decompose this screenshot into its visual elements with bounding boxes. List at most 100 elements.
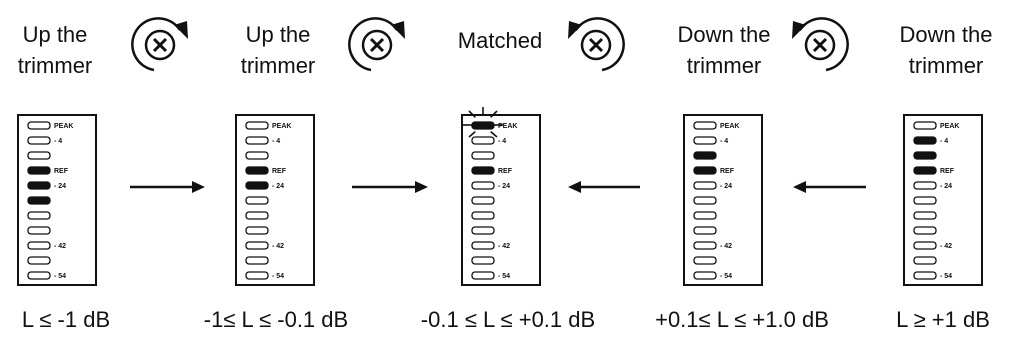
led-segment <box>27 226 51 235</box>
led-segment <box>471 151 495 160</box>
led-segment <box>693 271 717 280</box>
meter-scale-label: REF <box>272 168 287 175</box>
instruction-label: trimmer <box>18 53 93 78</box>
led-segment <box>245 211 269 220</box>
led-segment <box>913 256 937 265</box>
condition-label: L ≥ +1 dB <box>896 307 990 332</box>
led-segment-lit <box>27 166 51 175</box>
arrow-head <box>793 181 806 193</box>
instruction-label: Matched <box>458 28 542 53</box>
sparkle-ray <box>468 130 476 138</box>
led-segment-lit <box>245 166 269 175</box>
led-segment <box>471 211 495 220</box>
arrow-head <box>568 181 581 193</box>
clockwise-trim-icon <box>348 17 405 72</box>
arrow-left-icon <box>568 181 640 193</box>
led-segment <box>245 121 269 130</box>
trimmer-knob <box>580 29 612 61</box>
led-segment <box>693 181 717 190</box>
meter-scale-label: - 42 <box>498 243 510 250</box>
led-segment-lit <box>27 181 51 190</box>
cross-mark <box>369 37 385 53</box>
led-segment <box>471 196 495 205</box>
led-segment <box>245 271 269 280</box>
meter-scale-label: - 4 <box>720 138 728 145</box>
sparkle-ray <box>468 110 476 118</box>
arrow-head <box>192 181 205 193</box>
meter-scale-label: - 42 <box>720 243 732 250</box>
sparkle-ray <box>490 130 498 138</box>
meter-frame <box>683 114 763 286</box>
trimmer-knob <box>804 29 836 61</box>
meter-scale-label: - 4 <box>54 138 62 145</box>
condition-label: L ≤ -1 dB <box>22 307 110 332</box>
led-segment <box>245 226 269 235</box>
led-segment <box>245 151 269 160</box>
cross-mark <box>588 37 604 53</box>
rotation-arc <box>348 17 399 72</box>
instruction-label: Down the <box>900 22 993 47</box>
meter-scale-label: PEAK <box>54 123 73 130</box>
counterclockwise-trim-icon <box>792 17 849 72</box>
meter-scale-label: - 42 <box>940 243 952 250</box>
condition-label: +0.1≤ L ≤ +1.0 dB <box>655 307 829 332</box>
meter-scale-label: REF <box>498 168 513 175</box>
led-segment <box>27 271 51 280</box>
led-segment-lit <box>693 151 717 160</box>
meter-scale-label: - 24 <box>54 183 66 190</box>
rotation-arc <box>574 17 625 72</box>
counterclockwise-trim-icon <box>568 17 625 72</box>
led-segment <box>27 211 51 220</box>
led-segment <box>693 226 717 235</box>
arrow-head <box>415 181 428 193</box>
led-segment <box>245 241 269 250</box>
meter-scale-label: - 24 <box>720 183 732 190</box>
meter-frame <box>17 114 97 286</box>
meter-scale-label: REF <box>940 168 955 175</box>
cross-mark <box>152 37 168 53</box>
led-segment-lit <box>913 166 937 175</box>
led-segment-lit <box>27 196 51 205</box>
led-segment <box>693 241 717 250</box>
led-segment <box>471 136 495 145</box>
arrow-right-icon <box>130 181 205 193</box>
led-segment <box>471 241 495 250</box>
condition-label: -0.1 ≤ L ≤ +0.1 dB <box>421 307 595 332</box>
led-segment <box>27 256 51 265</box>
meter-scale-label: - 24 <box>940 183 952 190</box>
arrow-left-icon <box>793 181 866 193</box>
led-segment <box>913 196 937 205</box>
led-segment <box>913 241 937 250</box>
meter-scale-label: - 54 <box>720 273 732 280</box>
led-segment <box>471 256 495 265</box>
rotation-arrowhead <box>391 21 405 39</box>
instruction-label: trimmer <box>241 53 316 78</box>
meter-scale-label: - 4 <box>940 138 948 145</box>
led-segment <box>693 196 717 205</box>
led-segment <box>913 271 937 280</box>
led-segment <box>913 181 937 190</box>
meter-scale-label: - 42 <box>272 243 284 250</box>
meter-scale-label: - 42 <box>54 243 66 250</box>
meter-scale-label: - 24 <box>498 183 510 190</box>
meter-scale-label: PEAK <box>720 123 739 130</box>
rotation-arc <box>798 17 849 72</box>
meter-frame <box>903 114 983 286</box>
sparkle-icon <box>463 107 503 138</box>
instruction-label: Up the <box>246 22 311 47</box>
led-segment-lit <box>913 151 937 160</box>
meter-frame <box>461 114 541 286</box>
led-segment <box>471 226 495 235</box>
meter-scale-label: PEAK <box>272 123 291 130</box>
instruction-label: Up the <box>23 22 88 47</box>
led-segment <box>27 151 51 160</box>
rotation-arrowhead <box>174 21 188 39</box>
instruction-label: Down the <box>678 22 771 47</box>
led-segment-lit <box>471 166 495 175</box>
meter-scale-label: - 54 <box>498 273 510 280</box>
led-segment <box>693 211 717 220</box>
led-segment <box>693 121 717 130</box>
led-segment <box>245 136 269 145</box>
